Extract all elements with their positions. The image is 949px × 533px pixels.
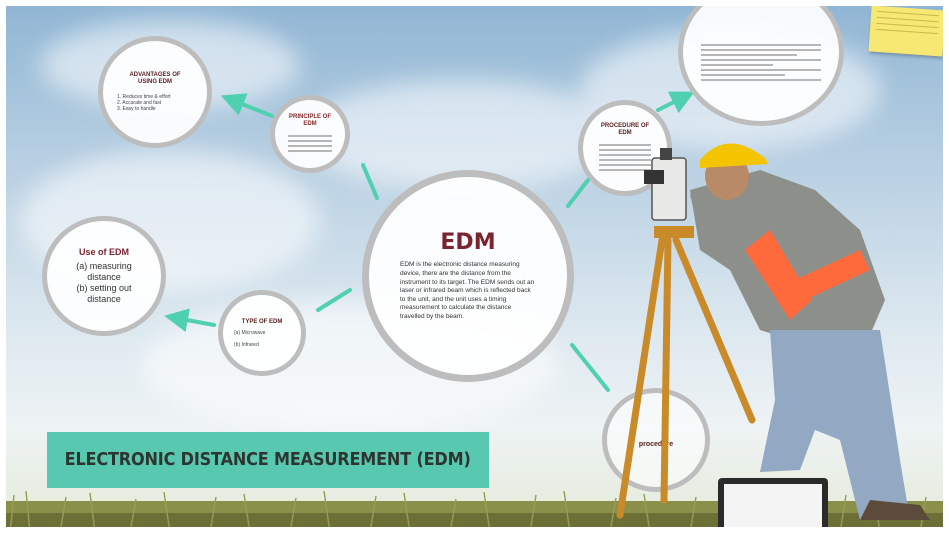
tablet-thumbnail[interactable] [718, 478, 828, 533]
type-item: (b) Infrared [234, 341, 259, 348]
advantage-item: 3. Easy to handle [117, 106, 156, 112]
arrow-to-advantages [220, 93, 274, 118]
arrow-center-to-type [316, 288, 352, 312]
advantage-item: 1. Reduces time & effort [117, 94, 171, 100]
text-lines [701, 41, 821, 84]
bottom-circle-title: procedure [638, 440, 674, 448]
bottom-circle[interactable]: procedure [602, 388, 710, 492]
arrow-center-to-upper [361, 163, 379, 200]
sticky-note [868, 5, 946, 57]
procedure-title: PROCEDURE OF EDM [600, 122, 650, 136]
advantages-circle[interactable]: ADVANTAGES OF USING EDM 1. Reduces time … [98, 36, 212, 148]
title-banner: ELECTRONIC DISTANCE MEASUREMENT (EDM) [47, 432, 489, 488]
notes-circle[interactable] [678, 0, 844, 126]
use-of-edm-circle[interactable]: Use of EDM (a) measuring distance (b) se… [42, 216, 166, 336]
advantages-title: ADVANTAGES OF USING EDM [129, 72, 181, 85]
edm-description: EDM is the electronic distance measuring… [400, 261, 535, 320]
type-of-edm-circle[interactable]: TYPE OF EDM (a) Microwave (b) Infrared [218, 290, 306, 376]
principle-circle[interactable]: PRINCIPLE OF EDM [270, 95, 350, 173]
tablet-screen [724, 484, 822, 533]
use-item: (a) measuring distance [76, 261, 132, 282]
use-item: (b) setting out distance [76, 283, 132, 304]
arrow-center-to-bottom [570, 343, 610, 392]
edm-main-circle[interactable]: EDM EDM is the electronic distance measu… [362, 170, 574, 382]
text-lines [288, 132, 332, 155]
type-item: (a) Microwave [234, 329, 266, 336]
arrow-center-to-right [566, 178, 590, 208]
advantage-item: 2. Accurate and fast [117, 100, 162, 106]
principle-title: PRINCIPLE OF EDM [288, 113, 331, 127]
arrow-to-top-right [656, 91, 695, 114]
edm-title: EDM [440, 230, 496, 256]
text-lines [599, 141, 651, 174]
banner-text: ELECTRONIC DISTANCE MEASUREMENT (EDM) [65, 450, 471, 470]
type-of-edm-title: TYPE OF EDM [241, 318, 283, 325]
arrow-to-use [164, 308, 216, 332]
use-of-edm-title: Use of EDM [78, 247, 129, 257]
